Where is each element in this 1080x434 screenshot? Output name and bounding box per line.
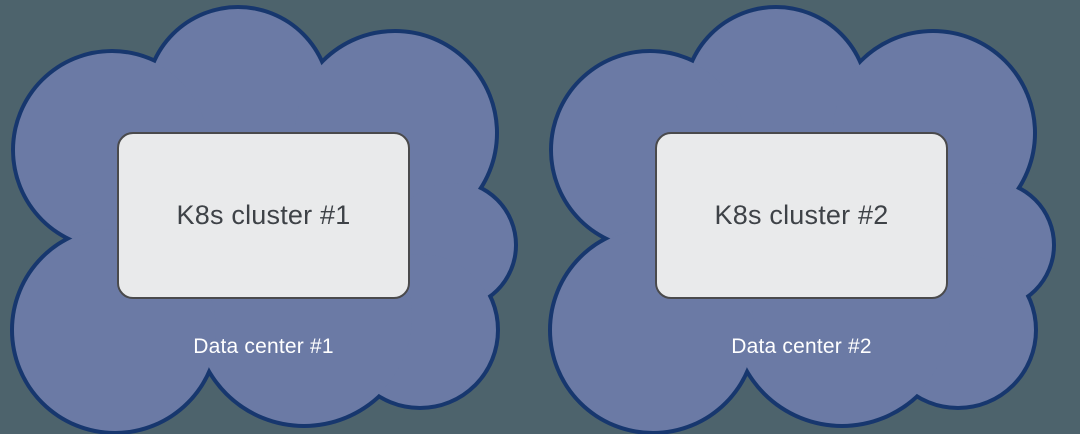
k8s-cluster-2-label: K8s cluster #2: [714, 200, 889, 231]
k8s-cluster-1-label: K8s cluster #1: [176, 200, 351, 231]
datacenter-1-group: K8s cluster #1 Data center #1: [10, 5, 518, 434]
k8s-cluster-1-box: K8s cluster #1: [117, 132, 410, 299]
datacenter-1-label: Data center #1: [193, 335, 334, 358]
k8s-cluster-2-box: K8s cluster #2: [655, 132, 948, 299]
datacenter-2-group: K8s cluster #2 Data center #2: [538, 0, 1078, 434]
datacenter-2-label: Data center #2: [731, 335, 872, 358]
